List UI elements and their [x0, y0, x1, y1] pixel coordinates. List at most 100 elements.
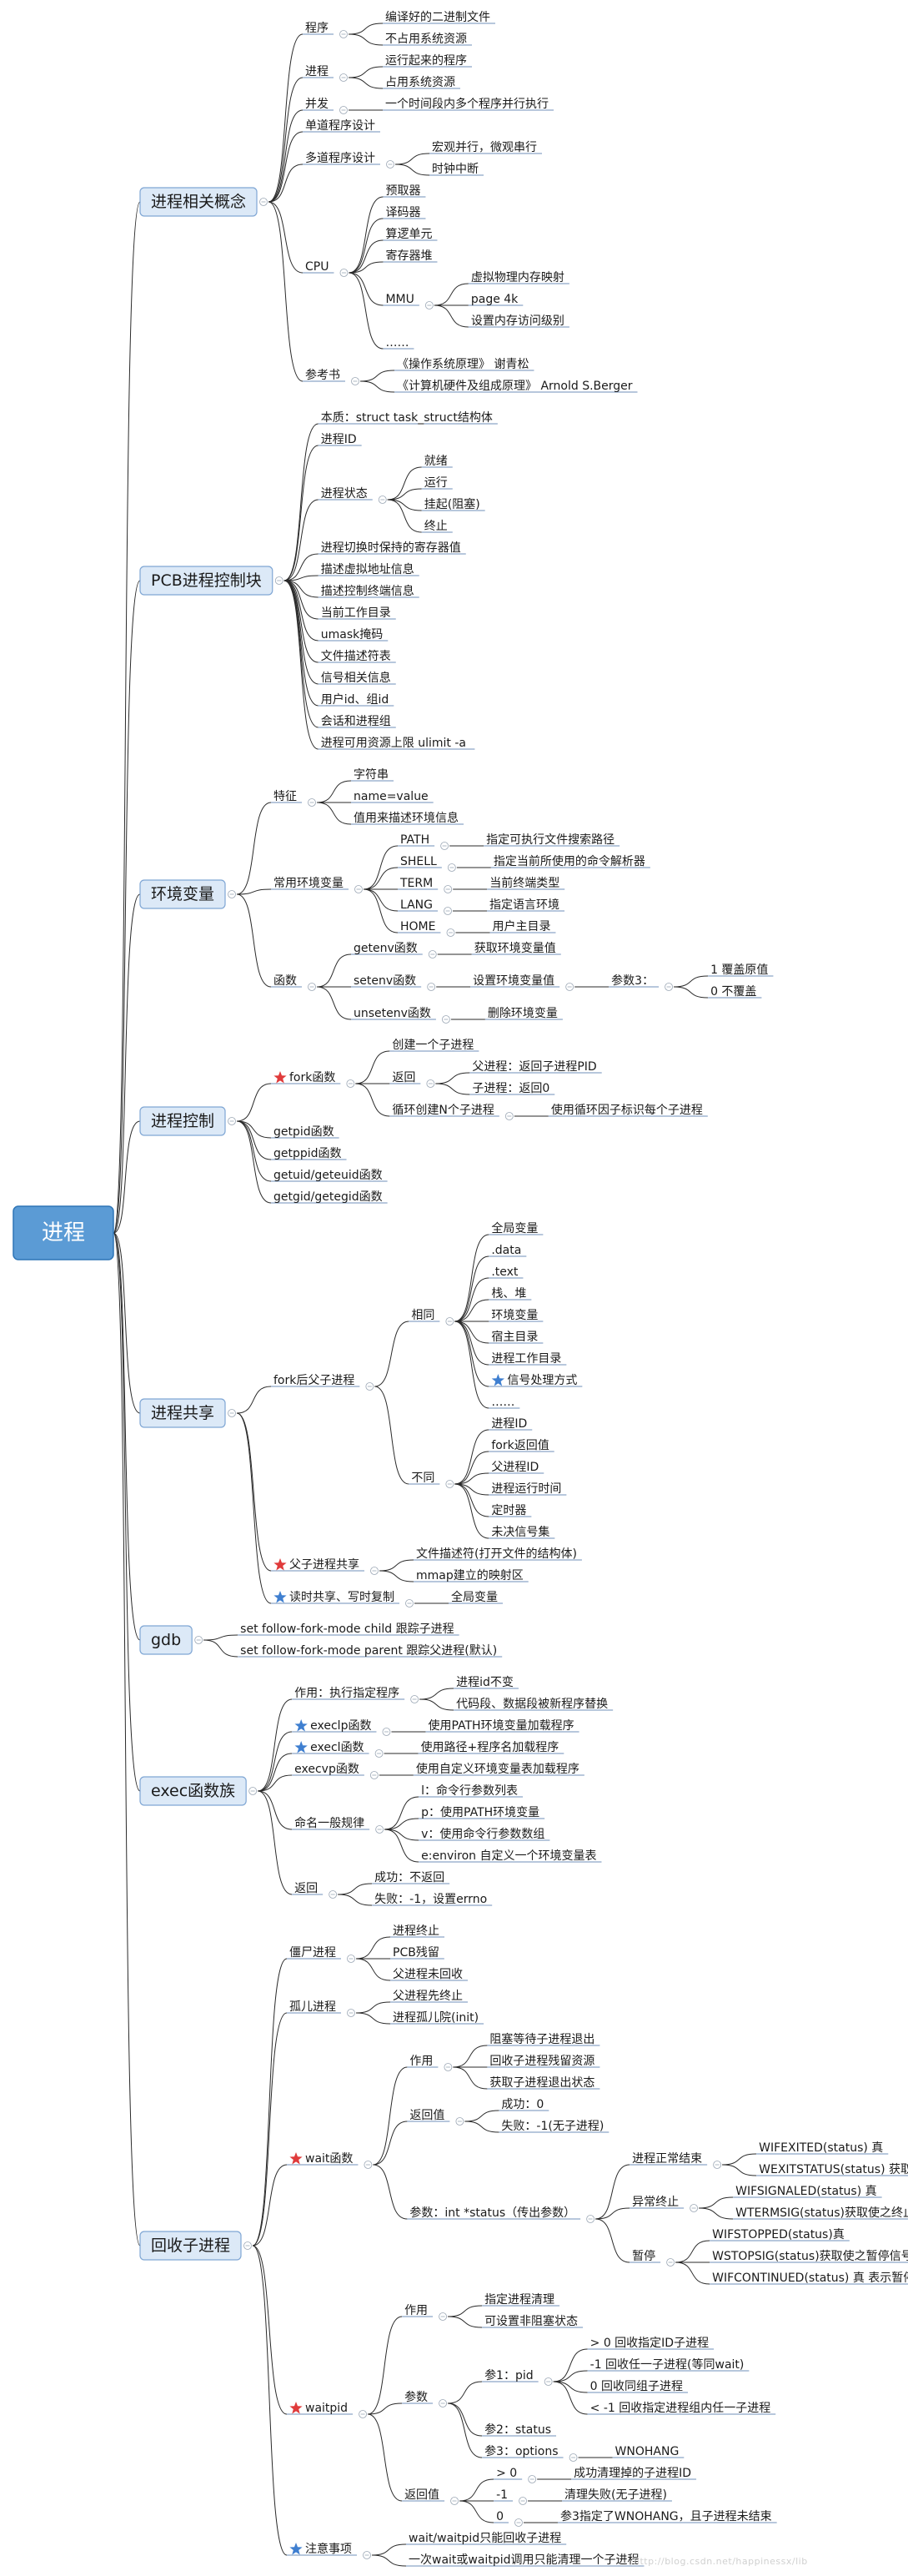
topic-label[interactable]: 阻塞等待子进程退出 [489, 2032, 594, 2046]
topic-label[interactable]: WEXITSTATUS(status) 获取退出值 [759, 2163, 908, 2176]
topic-label[interactable]: 1 覆盖原值 [710, 963, 768, 977]
branch-topic-box[interactable] [139, 1625, 193, 1655]
topic-label[interactable]: 进程ID [321, 433, 357, 446]
topic-label[interactable]: 设置内存访问级别 [471, 314, 564, 328]
topic-label[interactable]: LANG [400, 898, 433, 912]
topic-label[interactable]: 进程可用资源上限 ulimit -a [321, 737, 466, 750]
topic-label[interactable]: 《操作系统原理》 谢青松 [397, 358, 529, 371]
topic-label[interactable]: HOME [400, 920, 435, 933]
topic-label[interactable]: 使用自定义环境变量表加载程序 [416, 1762, 579, 1776]
topic-label[interactable]: 作用 [409, 2055, 433, 2068]
topic-label[interactable]: -1 回收任一子进程(等同wait) [590, 2357, 745, 2372]
topic-label[interactable]: 当前终端类型 [489, 876, 559, 890]
topic-label[interactable]: getppid函数 [273, 1147, 342, 1160]
topic-label[interactable]: 算逻单元 [385, 228, 432, 241]
topic-label[interactable]: 相同 [411, 1309, 434, 1322]
topic-label[interactable]: 信号相关信息 [321, 671, 391, 685]
topic-label[interactable]: umask掩码 [321, 628, 384, 641]
topic-label[interactable]: 循环创建N个子进程 [392, 1104, 494, 1117]
topic-label[interactable]: 进程状态 [321, 487, 368, 501]
topic-label[interactable]: 注意事项 [305, 2542, 352, 2556]
topic-label[interactable]: 不同 [411, 1472, 434, 1485]
topic-label[interactable]: 返回 [294, 1882, 318, 1895]
topic-label[interactable]: 清理失败(无子进程) [564, 2488, 667, 2502]
topic-label[interactable]: 进程运行时间 [491, 1482, 561, 1496]
topic-label[interactable]: page 4k [471, 293, 519, 306]
topic-label[interactable]: execlp函数 [310, 1719, 371, 1733]
topic-label[interactable]: WIFEXITED(status) 真 [759, 2141, 883, 2155]
topic-label[interactable]: 参数 [404, 2390, 428, 2404]
topic-label[interactable]: 单道程序设计 [305, 119, 375, 133]
topic-label[interactable]: 描述虚拟地址信息 [321, 562, 414, 576]
topic-label[interactable]: 返回值 [404, 2488, 439, 2502]
topic-label[interactable]: 本质：struct task_struct结构体 [321, 411, 493, 425]
topic-label[interactable]: waitpid [305, 2402, 348, 2415]
topic-label[interactable]: 一个时间段内多个程序并行执行 [385, 97, 549, 111]
topic-label[interactable]: 0 不覆盖 [710, 985, 756, 999]
topic-label[interactable]: 参1：pid [484, 2368, 534, 2382]
topic-label[interactable]: fork函数 [289, 1071, 335, 1084]
topic-label[interactable]: 用户主目录 [492, 919, 550, 933]
topic-label[interactable]: 程序 [305, 22, 329, 35]
topic-label[interactable]: 成功清理掉的子进程ID [574, 2467, 691, 2480]
topic-label[interactable]: 就绪 [424, 455, 448, 468]
topic-label[interactable]: 进程ID [491, 1417, 527, 1431]
topic-label[interactable]: 描述控制终端信息 [321, 584, 414, 598]
topic-label[interactable]: PATH [400, 833, 429, 847]
topic-label[interactable]: mmap建立的映射区 [416, 1569, 524, 1582]
topic-label[interactable]: getenv函数 [354, 942, 418, 955]
topic-label[interactable]: 命名一般规律 [294, 1816, 364, 1830]
topic-label[interactable]: 回收子进程残留资源 [489, 2055, 594, 2068]
branch-topic-box[interactable] [139, 1776, 247, 1806]
topic-label[interactable]: 返回 [392, 1071, 415, 1084]
topic-label[interactable]: 宿主目录 [491, 1330, 538, 1344]
topic-label[interactable]: 定时器 [491, 1504, 526, 1517]
topic-label[interactable]: TERM [399, 877, 433, 890]
topic-label[interactable]: PCB残留 [393, 1946, 439, 1960]
topic-label[interactable]: 父进程ID [491, 1461, 539, 1474]
topic-label[interactable]: 栈、堆 [491, 1287, 526, 1301]
topic-label[interactable]: execl函数 [310, 1741, 364, 1754]
topic-label[interactable]: 多道程序设计 [305, 151, 375, 165]
topic-label[interactable]: 父进程先终止 [393, 1990, 463, 2003]
topic-label[interactable]: SHELL [400, 855, 437, 868]
topic-label[interactable]: 运行 [424, 476, 448, 490]
topic-label[interactable]: …… [385, 336, 409, 350]
topic-label[interactable]: 僵尸进程 [289, 1946, 336, 1960]
branch-topic-box[interactable] [139, 879, 226, 909]
topic-label[interactable]: name=value [354, 790, 429, 803]
topic-label[interactable]: 文件描述符(打开文件的结构体) [416, 1547, 577, 1561]
topic-label[interactable]: 预取器 [385, 184, 420, 198]
topic-label[interactable]: WTERMSIG(status)获取使之终止信号编号 [735, 2206, 908, 2220]
topic-label[interactable]: 并发 [305, 98, 329, 111]
topic-label[interactable]: 成功：不返回 [374, 1871, 444, 1884]
topic-label[interactable]: .data [491, 1244, 521, 1257]
topic-label[interactable]: 参数3： [611, 974, 654, 988]
topic-label[interactable]: getgid/getegid函数 [273, 1190, 383, 1204]
topic-label[interactable]: p：使用PATH环境变量 [421, 1805, 539, 1819]
topic-label[interactable]: 全局变量 [451, 1590, 498, 1604]
topic-label[interactable]: WIFSTOPPED(status)真 [712, 2228, 845, 2241]
topic-label[interactable]: MMU [385, 293, 414, 306]
topic-label[interactable]: 时钟中断 [432, 162, 479, 176]
topic-label[interactable]: 返回值 [409, 2109, 444, 2122]
topic-label[interactable]: 环境变量 [491, 1309, 538, 1322]
topic-label[interactable]: 参数：int *status（传出参数） [409, 2206, 575, 2220]
topic-label[interactable]: 特征 [273, 790, 297, 803]
topic-label[interactable]: set follow-fork-mode parent 跟踪父进程(默认) [240, 1644, 497, 1658]
topic-label[interactable]: …… [491, 1396, 514, 1409]
topic-label[interactable]: 获取子进程退出状态 [489, 2076, 594, 2090]
topic-label[interactable]: 占用系统资源 [385, 76, 455, 89]
topic-label[interactable]: WIFSIGNALED(status) 真 [735, 2185, 877, 2198]
topic-label[interactable]: > 0 回收指定ID子进程 [590, 2337, 709, 2350]
topic-label[interactable]: 值用来描述环境信息 [354, 811, 459, 825]
topic-label[interactable]: 寄存器堆 [385, 249, 432, 263]
topic-label[interactable]: 父进程未回收 [393, 1968, 463, 1981]
topic-label[interactable]: 父子进程共享 [289, 1557, 359, 1572]
topic-label[interactable]: 文件描述符表 [321, 650, 391, 663]
topic-label[interactable]: wait/waitpid只能回收子进程 [409, 2532, 561, 2545]
branch-topic-box[interactable] [139, 1106, 226, 1136]
topic-label[interactable]: 进程正常结束 [632, 2152, 702, 2166]
topic-label[interactable]: unsetenv函数 [354, 1007, 431, 1020]
topic-label[interactable]: 宏观并行，微观串行 [432, 141, 537, 154]
